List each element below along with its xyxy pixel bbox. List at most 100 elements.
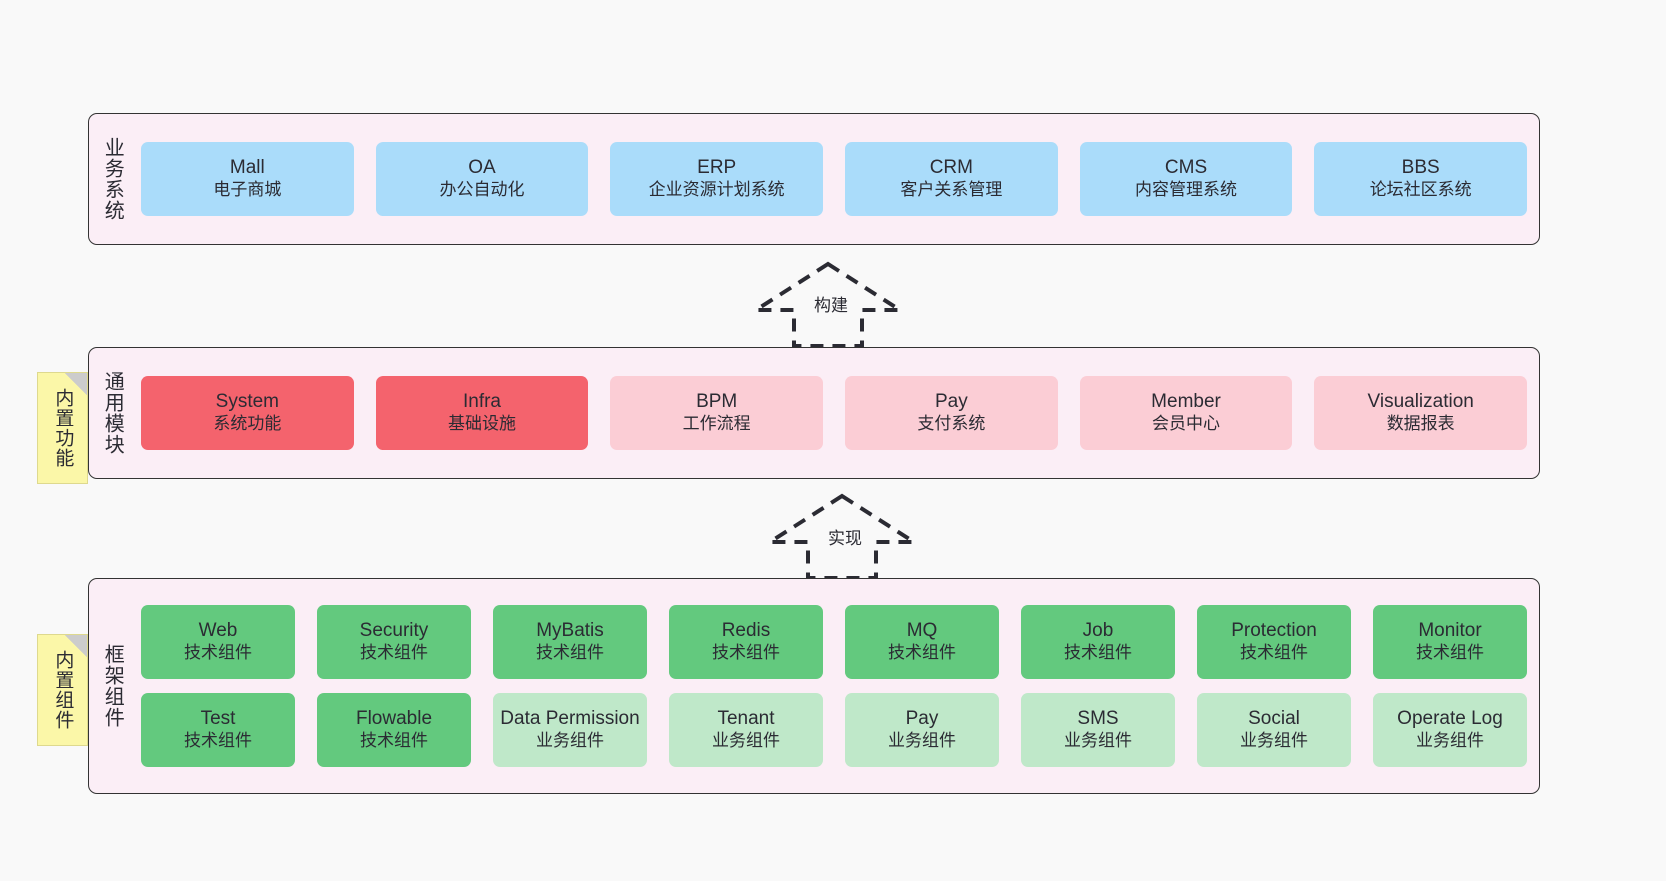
- card-cms[interactable]: CMS 内容管理系统: [1079, 142, 1293, 216]
- layer-business-systems: 业务系统 Mall 电子商城 OA 办公自动化 ERP 企业资源计划系统 CRM…: [88, 113, 1540, 245]
- layer-body-business-systems: Mall 电子商城 OA 办公自动化 ERP 企业资源计划系统 CRM 客户关系…: [135, 114, 1539, 244]
- card-title: Pay: [934, 391, 968, 413]
- card-title: Operate Log: [1397, 708, 1503, 730]
- card-tenant[interactable]: Tenant 业务组件: [669, 693, 823, 767]
- card-subtitle: 技术组件: [536, 643, 604, 663]
- note-label: 内置功能: [52, 388, 74, 468]
- card-system[interactable]: System 系统功能: [141, 376, 354, 450]
- card-subtitle: 办公自动化: [439, 180, 525, 200]
- note-fold-corner-icon: [65, 373, 87, 395]
- card-title: BBS: [1401, 157, 1440, 179]
- card-mybatis[interactable]: MyBatis 技术组件: [493, 605, 647, 679]
- arrow-implement-label: 实现: [826, 524, 864, 549]
- card-visualization[interactable]: Visualization 数据报表: [1314, 376, 1528, 450]
- card-subtitle: 业务组件: [888, 731, 956, 751]
- card-subtitle: 技术组件: [1416, 643, 1484, 663]
- card-subtitle: 客户关系管理: [900, 180, 1003, 200]
- card-security[interactable]: Security 技术组件: [317, 605, 471, 679]
- arrow-build-label: 构建: [812, 291, 850, 316]
- layer-framework-components: 框架组件 Web 技术组件 Security 技术组件 MyBatis 技术组件…: [88, 578, 1540, 794]
- card-title: CRM: [929, 157, 973, 179]
- card-title: Job: [1082, 620, 1114, 642]
- card-job[interactable]: Job 技术组件: [1021, 605, 1175, 679]
- card-title: Social: [1248, 708, 1300, 730]
- card-title: Protection: [1231, 620, 1317, 642]
- card-title: Visualization: [1367, 391, 1474, 413]
- card-title: CMS: [1164, 157, 1208, 179]
- layer-body-common-modules: System 系统功能 Infra 基础设施 BPM 工作流程 Pay 支付系统…: [135, 348, 1539, 478]
- card-pay-component[interactable]: Pay 业务组件: [845, 693, 999, 767]
- note-fold-corner-icon: [65, 635, 87, 657]
- note-builtin-features: 内置功能: [37, 372, 88, 484]
- card-subtitle: 内容管理系统: [1135, 180, 1238, 200]
- card-operate-log[interactable]: Operate Log 业务组件: [1373, 693, 1527, 767]
- card-subtitle: 支付系统: [917, 414, 986, 434]
- card-subtitle: 工作流程: [682, 414, 751, 434]
- card-bpm[interactable]: BPM 工作流程: [610, 376, 824, 450]
- card-subtitle: 企业资源计划系统: [648, 180, 785, 200]
- card-web[interactable]: Web 技术组件: [141, 605, 295, 679]
- card-title: Member: [1151, 391, 1221, 413]
- card-title: Infra: [462, 391, 502, 413]
- layer-common-modules: 通用模块 System 系统功能 Infra 基础设施 BPM 工作流程 Pay…: [88, 347, 1540, 479]
- card-subtitle: 基础设施: [448, 414, 516, 434]
- card-mq[interactable]: MQ 技术组件: [845, 605, 999, 679]
- card-title: Pay: [905, 708, 939, 730]
- note-label: 内置组件: [52, 650, 74, 730]
- card-redis[interactable]: Redis 技术组件: [669, 605, 823, 679]
- card-subtitle: 技术组件: [1064, 643, 1132, 663]
- card-subtitle: 技术组件: [360, 643, 428, 663]
- card-title: MyBatis: [536, 620, 604, 642]
- card-subtitle: 业务组件: [1416, 731, 1484, 751]
- card-title: MQ: [906, 620, 938, 642]
- card-crm[interactable]: CRM 客户关系管理: [845, 142, 1058, 216]
- card-subtitle: 技术组件: [184, 643, 252, 663]
- card-title: Web: [198, 620, 238, 642]
- card-test[interactable]: Test 技术组件: [141, 693, 295, 767]
- card-subtitle: 技术组件: [184, 731, 252, 751]
- card-title: ERP: [697, 157, 737, 179]
- card-title: System: [215, 391, 280, 413]
- card-subtitle: 电子商城: [213, 180, 282, 200]
- card-title: Data Permission: [500, 708, 640, 730]
- card-title: Redis: [721, 620, 771, 642]
- card-monitor[interactable]: Monitor 技术组件: [1373, 605, 1527, 679]
- card-title: Mall: [229, 157, 265, 179]
- card-subtitle: 系统功能: [213, 414, 282, 434]
- card-title: Flowable: [355, 708, 433, 730]
- card-sms[interactable]: SMS 业务组件: [1021, 693, 1175, 767]
- card-subtitle: 业务组件: [1240, 731, 1308, 751]
- layer-title-common-modules: 通用模块: [101, 371, 124, 455]
- card-social[interactable]: Social 业务组件: [1197, 693, 1351, 767]
- card-protection[interactable]: Protection 技术组件: [1197, 605, 1351, 679]
- card-subtitle: 数据报表: [1386, 414, 1455, 434]
- card-erp[interactable]: ERP 企业资源计划系统: [610, 142, 824, 216]
- note-builtin-components: 内置组件: [37, 634, 88, 746]
- card-subtitle: 技术组件: [712, 643, 780, 663]
- card-subtitle: 技术组件: [888, 643, 956, 663]
- card-title: SMS: [1077, 708, 1119, 730]
- layer-body-framework-components: Web 技术组件 Security 技术组件 MyBatis 技术组件 Redi…: [135, 579, 1539, 793]
- card-title: Test: [200, 708, 236, 730]
- card-bbs[interactable]: BBS 论坛社区系统: [1314, 142, 1528, 216]
- card-title: BPM: [696, 391, 738, 413]
- card-row-technical: Web 技术组件 Security 技术组件 MyBatis 技术组件 Redi…: [141, 605, 1527, 679]
- card-mall[interactable]: Mall 电子商城: [141, 142, 354, 216]
- card-oa[interactable]: OA 办公自动化: [375, 142, 589, 216]
- layer-title-framework-components: 框架组件: [101, 644, 124, 728]
- card-flowable[interactable]: Flowable 技术组件: [317, 693, 471, 767]
- card-row: System 系统功能 Infra 基础设施 BPM 工作流程 Pay 支付系统…: [141, 376, 1528, 450]
- card-title: OA: [468, 157, 496, 179]
- card-row-business: Test 技术组件 Flowable 技术组件 Data Permission …: [141, 693, 1527, 767]
- layer-title-business-systems: 业务系统: [101, 137, 124, 221]
- card-subtitle: 业务组件: [1064, 731, 1132, 751]
- card-subtitle: 论坛社区系统: [1369, 180, 1472, 200]
- card-title: Security: [359, 620, 429, 642]
- card-data-permission[interactable]: Data Permission 业务组件: [493, 693, 647, 767]
- card-member[interactable]: Member 会员中心: [1079, 376, 1293, 450]
- card-infra[interactable]: Infra 基础设施: [375, 376, 589, 450]
- card-row: Mall 电子商城 OA 办公自动化 ERP 企业资源计划系统 CRM 客户关系…: [141, 142, 1528, 216]
- card-subtitle: 技术组件: [360, 731, 428, 751]
- card-pay-module[interactable]: Pay 支付系统: [845, 376, 1058, 450]
